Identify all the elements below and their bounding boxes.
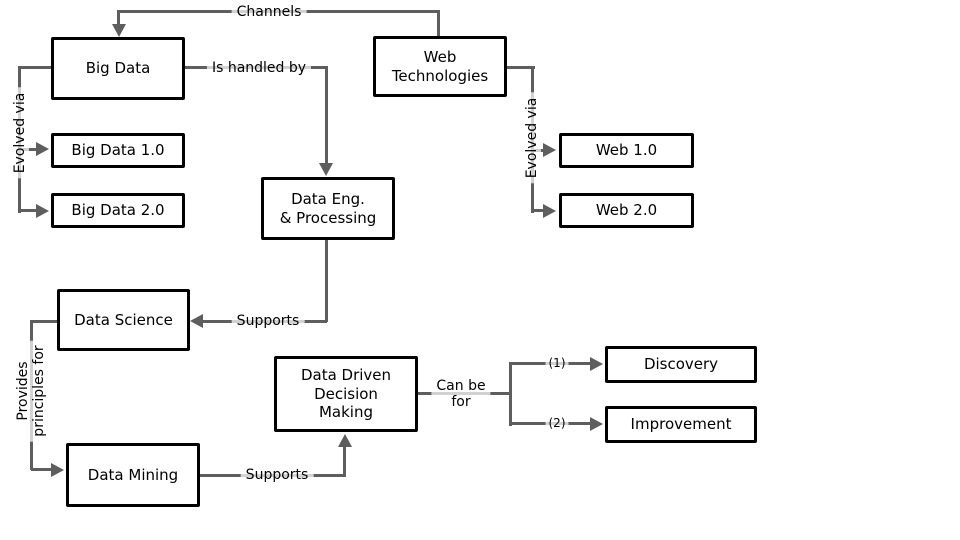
node-web-1-0: Web 1.0 xyxy=(559,133,694,168)
node-data-mining: Data Mining xyxy=(66,443,200,507)
supports-bottom-arrowhead-up-icon xyxy=(338,434,352,447)
evolved-via-left-line-out xyxy=(19,66,51,69)
evolved-via-left-label: Evolved via xyxy=(10,87,30,179)
evolved-via-right-branch2-line xyxy=(531,209,543,212)
evolved-via-right-label: Evolved via xyxy=(522,92,542,184)
node-big-data-1-0: Big Data 1.0 xyxy=(51,133,185,168)
branch-1-label: (1) xyxy=(545,356,569,372)
is-handled-by-label: Is handled by xyxy=(206,58,312,78)
provides-line-in xyxy=(31,468,51,471)
provides-principles-label: Provides principles for xyxy=(13,340,49,442)
node-web-technologies: Web Technologies xyxy=(373,36,507,97)
evolved-via-right-branch1-arrowhead-icon xyxy=(543,143,556,157)
can-be-for-label: Can be for xyxy=(431,376,491,412)
channels-line-left-drop xyxy=(117,10,120,24)
node-data-driven-decision-making: Data Driven Decision Making xyxy=(274,356,418,432)
can-be-for-line-vertical xyxy=(509,362,512,426)
supports-top-label: Supports xyxy=(231,311,305,331)
node-data-eng-processing: Data Eng. & Processing xyxy=(261,177,395,240)
evolved-via-right-branch2-arrowhead-icon xyxy=(543,204,556,218)
node-big-data-2-0: Big Data 2.0 xyxy=(51,193,185,228)
branch-2-label: (2) xyxy=(545,416,569,432)
provides-arrowhead-right-icon xyxy=(51,463,64,477)
evolved-via-left-branch1-arrowhead-icon xyxy=(36,142,49,156)
node-improvement: Improvement xyxy=(605,406,757,443)
is-handled-by-arrowhead-down-icon xyxy=(319,163,333,176)
evolved-via-left-branch2-line xyxy=(19,209,36,212)
provides-line-out xyxy=(31,320,57,323)
can-be-for-branch1-arrowhead-icon xyxy=(590,357,603,371)
node-data-science: Data Science xyxy=(57,289,190,351)
channels-arrowhead-down-icon xyxy=(112,24,126,37)
node-big-data: Big Data xyxy=(51,37,185,100)
channels-line-right-drop xyxy=(437,10,440,36)
supports-top-arrowhead-left-icon xyxy=(190,314,203,328)
channels-label: Channels xyxy=(231,2,307,22)
supports-bottom-label: Supports xyxy=(240,465,314,485)
evolved-via-left-branch2-arrowhead-icon xyxy=(36,204,49,218)
is-handled-by-line-vertical xyxy=(325,66,328,163)
supports-bottom-line-vertical xyxy=(343,447,346,477)
can-be-for-branch2-arrowhead-icon xyxy=(590,417,603,431)
evolved-via-right-line-out xyxy=(507,66,535,69)
node-web-2-0: Web 2.0 xyxy=(559,193,694,228)
supports-top-line-vertical xyxy=(325,240,328,322)
node-discovery: Discovery xyxy=(605,346,757,383)
